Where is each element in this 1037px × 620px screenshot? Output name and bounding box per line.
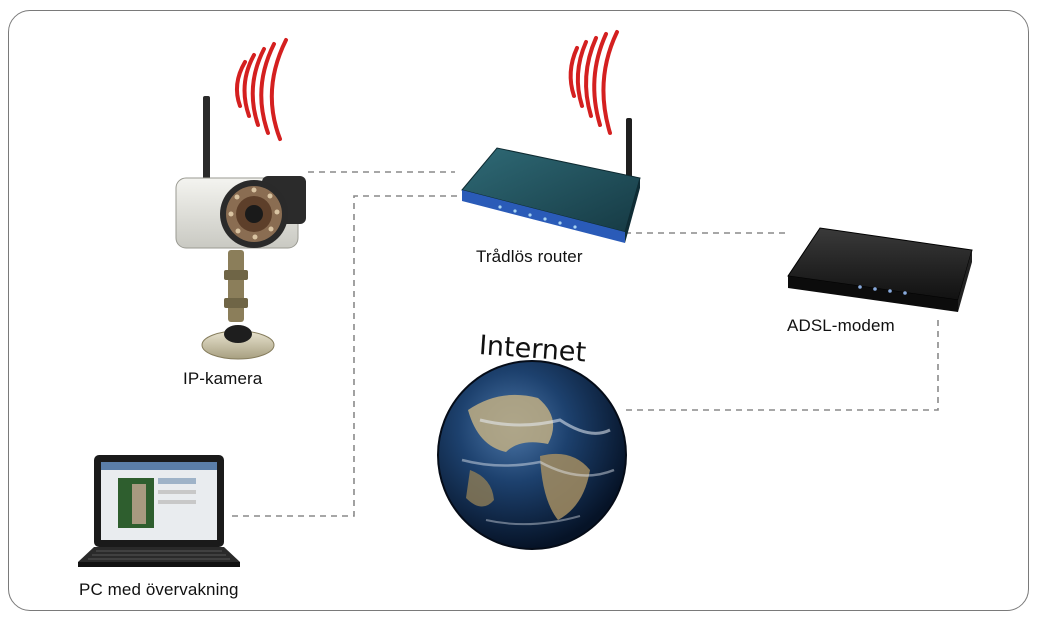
pc-label: PC med övervakning [79,580,239,599]
router-label: Trådlös router [476,247,583,266]
camera-wifi-waves-icon [234,38,288,141]
connection-lines [232,171,939,517]
laptop-pc-icon [78,455,240,567]
internet-globe-icon [437,360,627,550]
wireless-router-icon [461,118,641,243]
ip-camera-icon [175,96,306,360]
modem-label: ADSL-modem [787,316,895,335]
camera-label: IP-kamera [183,369,263,388]
adsl-modem-icon [787,227,973,312]
router-wifi-waves-icon [568,30,619,135]
line-pc-router [232,195,458,517]
line-modem-internet [623,320,939,411]
